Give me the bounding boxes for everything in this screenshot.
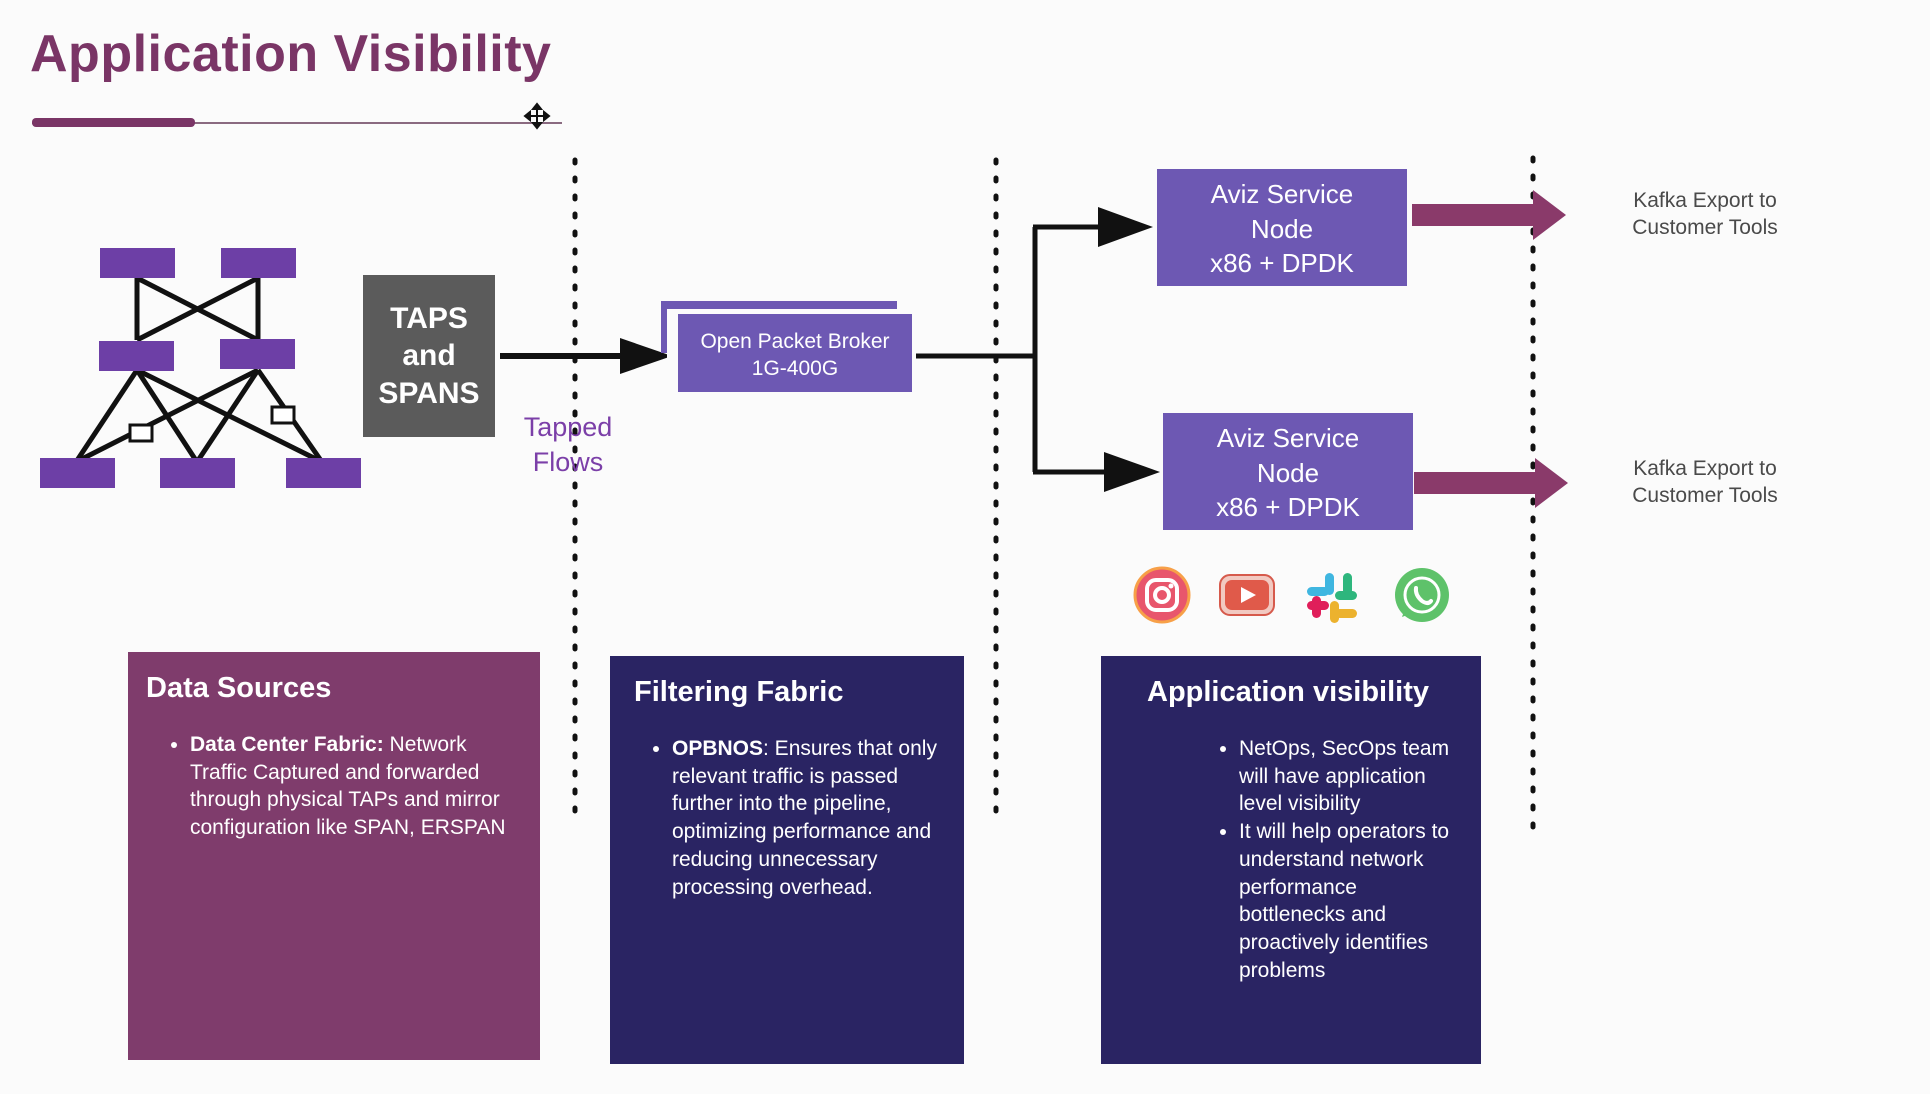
packet-broker-speed: 1G-400G (751, 357, 839, 381)
whatsapp-icon (1395, 568, 1449, 622)
instagram-icon (1133, 566, 1191, 624)
filtering-fabric-list: OPBNOS: Ensures that only relevant traff… (628, 735, 946, 901)
service-node-1-line2: Node (1250, 213, 1314, 244)
service-node-2-line2: Node (1256, 457, 1320, 488)
service-node-1-line3: x86 + DPDK (1210, 248, 1354, 279)
filtering-fabric-bullet: OPBNOS: Ensures that only relevant traff… (672, 735, 946, 901)
arrow-taps-to-broker-head (620, 338, 672, 374)
application-visibility-list: NetOps, SecOps team will have applicatio… (1119, 735, 1463, 984)
kafka-export-2: Kafka Export to Customer Tools (1605, 455, 1805, 510)
tapped-flows-label: Tapped Flows (523, 412, 613, 478)
filtering-fabric-bullet-bold: OPBNOS (672, 737, 764, 760)
kafka-export-1-line2: Customer Tools (1632, 216, 1778, 240)
title-underline-accent (32, 118, 195, 127)
network-topology-icon (40, 248, 361, 488)
kafka-export-1-line1: Kafka Export to (1633, 189, 1777, 212)
packet-broker-name: Open Packet Broker (700, 330, 890, 353)
application-visibility-heading: Application visibility (1147, 676, 1429, 708)
export-arrow-1 (1412, 204, 1534, 226)
data-sources-bullet: Data Center Fabric: Network Traffic Capt… (190, 731, 522, 842)
arrow-to-node-2-head (1104, 452, 1160, 492)
data-sources-panel: Data Sources Data Center Fabric: Network… (128, 652, 540, 1060)
export-arrow-1-head (1533, 190, 1566, 240)
move-cursor-icon (523, 102, 551, 130)
filtering-fabric-bullet-text: : Ensures that only relevant traffic is … (672, 737, 937, 899)
kafka-export-1: Kafka Export to Customer Tools (1605, 187, 1805, 242)
filtering-fabric-heading: Filtering Fabric (634, 676, 844, 708)
filtering-fabric-panel: Filtering Fabric OPBNOS: Ensures that on… (610, 656, 964, 1064)
taps-and-spans-box: TAPS and SPANS (363, 275, 495, 437)
service-node-1: Aviz Service Node x86 + DPDK (1157, 169, 1407, 286)
data-sources-bullet-bold: Data Center Fabric: (190, 733, 384, 756)
service-node-2-line3: x86 + DPDK (1216, 492, 1360, 523)
data-sources-bullet-text: Network Traffic Captured and forwarded t… (190, 733, 506, 840)
kafka-export-2-line2: Customer Tools (1632, 484, 1778, 508)
slack-icon (1307, 573, 1357, 623)
application-visibility-bullet-1: NetOps, SecOps team will have applicatio… (1239, 735, 1463, 818)
service-node-1-line1: Aviz Service (1210, 179, 1354, 209)
youtube-icon (1219, 574, 1275, 616)
export-arrow-2 (1414, 472, 1536, 494)
service-node-2: Aviz Service Node x86 + DPDK (1163, 413, 1413, 530)
packet-broker-box: Open Packet Broker 1G-400G (678, 314, 912, 392)
kafka-export-2-line1: Kafka Export to (1633, 457, 1777, 480)
arrow-to-node-1-head (1098, 207, 1153, 247)
data-sources-heading: Data Sources (146, 672, 332, 704)
service-node-2-line1: Aviz Service (1216, 423, 1360, 453)
export-arrow-2-head (1535, 458, 1568, 508)
page-title: Application Visibility (30, 25, 552, 83)
data-sources-list: Data Center Fabric: Network Traffic Capt… (146, 731, 522, 842)
taps-and-spans-label: TAPS and SPANS (378, 301, 480, 410)
application-visibility-panel: Application visibility NetOps, SecOps te… (1101, 656, 1481, 1064)
application-visibility-bullet-2: It will help operators to understand net… (1239, 818, 1463, 984)
